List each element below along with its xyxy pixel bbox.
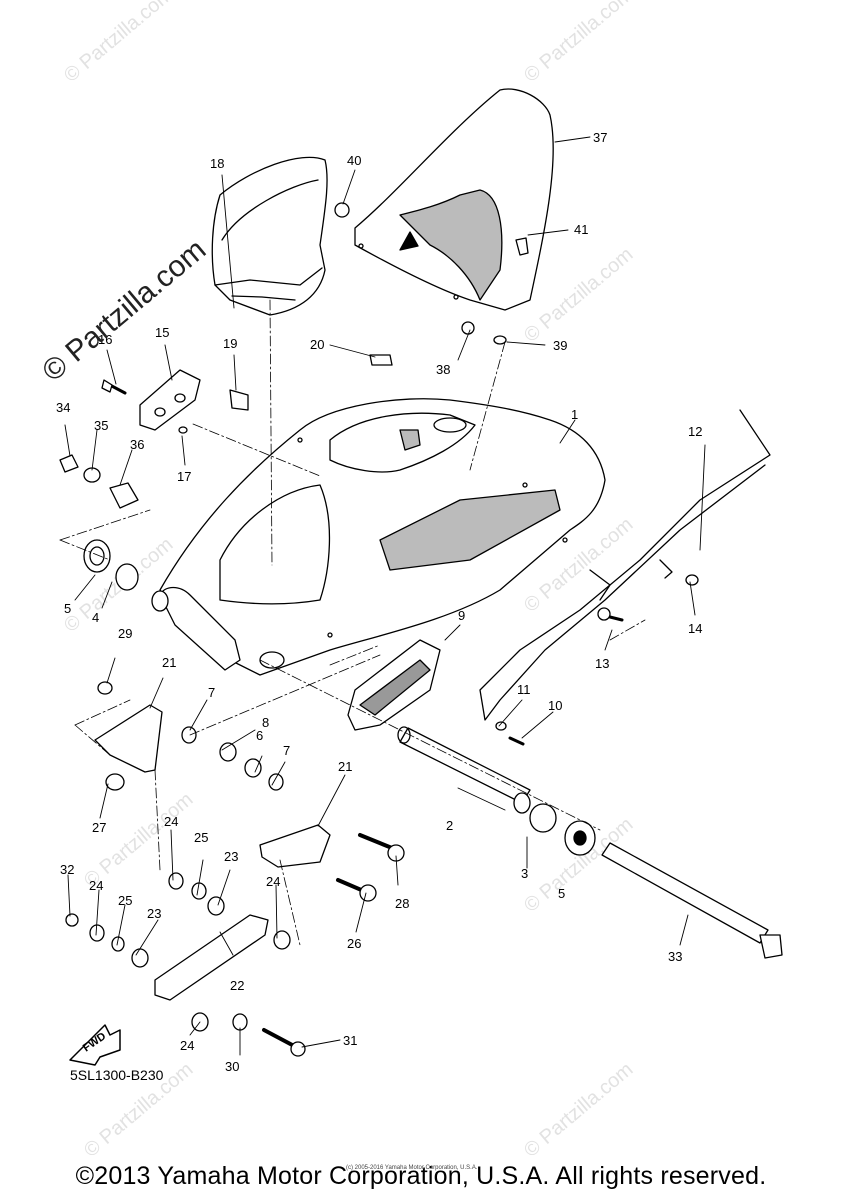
- chain-guard: [479, 409, 771, 721]
- callout-37: 37: [593, 130, 607, 145]
- callout-1: 1: [571, 407, 578, 422]
- callout-24b: 24: [89, 878, 103, 893]
- small-parts-left: [59, 354, 393, 612]
- rear-fender: [354, 88, 554, 311]
- pivot-axle: [397, 726, 596, 856]
- callout-20: 20: [310, 337, 324, 352]
- copyright-notice: ©2013 Yamaha Motor Corporation, U.S.A. A…: [75, 1162, 767, 1190]
- callout-21b: 21: [338, 759, 352, 774]
- callout-18: 18: [210, 156, 224, 171]
- callout-28: 28: [395, 896, 409, 911]
- callout-26: 26: [347, 936, 361, 951]
- callout-35: 35: [94, 418, 108, 433]
- callout-16: 16: [98, 332, 112, 347]
- tiny-copyright: (c) 2005-2016 Yamaha Motor Corporation, …: [346, 1165, 478, 1171]
- callout-24c: 24: [266, 874, 280, 889]
- callout-25b: 25: [118, 893, 132, 908]
- fwd-arrow-icon: FWD: [69, 1024, 121, 1066]
- callout-6: 6: [256, 728, 263, 743]
- chain-slider: [347, 639, 441, 731]
- callout-23: 23: [224, 849, 238, 864]
- callout-41: 41: [574, 222, 588, 237]
- callout-25: 25: [194, 830, 208, 845]
- reference-lines: [59, 299, 646, 946]
- callout-19: 19: [223, 336, 237, 351]
- linkage-parts: [65, 202, 699, 1057]
- callout-15: 15: [155, 325, 169, 340]
- callout-7: 7: [208, 685, 215, 700]
- callout-36: 36: [130, 437, 144, 452]
- callout-5b: 5: [558, 886, 565, 901]
- air-duct: [211, 156, 328, 316]
- callout-3: 3: [521, 866, 528, 881]
- callout-24d: 24: [180, 1038, 194, 1053]
- diagram-code: 5SL1300-B230: [70, 1067, 164, 1083]
- callout-23b: 23: [147, 906, 161, 921]
- callout-30: 30: [225, 1059, 239, 1074]
- callout-27: 27: [92, 820, 106, 835]
- callout-5: 5: [64, 601, 71, 616]
- callout-22: 22: [230, 978, 244, 993]
- callout-7b: 7: [283, 743, 290, 758]
- callout-32: 32: [60, 862, 74, 877]
- callout-12: 12: [688, 424, 702, 439]
- callout-38: 38: [436, 362, 450, 377]
- callout-21: 21: [162, 655, 176, 670]
- callout-39: 39: [553, 338, 567, 353]
- callout-9: 9: [458, 608, 465, 623]
- long-bolt: [601, 842, 783, 959]
- callout-17: 17: [177, 469, 191, 484]
- callout-24: 24: [164, 814, 178, 829]
- callout-4: 4: [92, 610, 99, 625]
- callout-31: 31: [343, 1033, 357, 1048]
- callout-labels: 1 2 3 4 5 5 6 7 7 8 9 10 11 12 13 14 15 …: [56, 130, 702, 1074]
- callout-8: 8: [262, 715, 269, 730]
- callout-14: 14: [688, 621, 702, 636]
- callout-34: 34: [56, 400, 70, 415]
- callout-10: 10: [548, 698, 562, 713]
- callout-13: 13: [595, 656, 609, 671]
- callout-11: 11: [517, 682, 531, 697]
- callout-29: 29: [118, 626, 132, 641]
- leader-lines: [64, 136, 706, 1056]
- callout-40: 40: [347, 153, 361, 168]
- callout-33: 33: [668, 949, 682, 964]
- callout-2: 2: [446, 818, 453, 833]
- swingarm: [159, 398, 606, 676]
